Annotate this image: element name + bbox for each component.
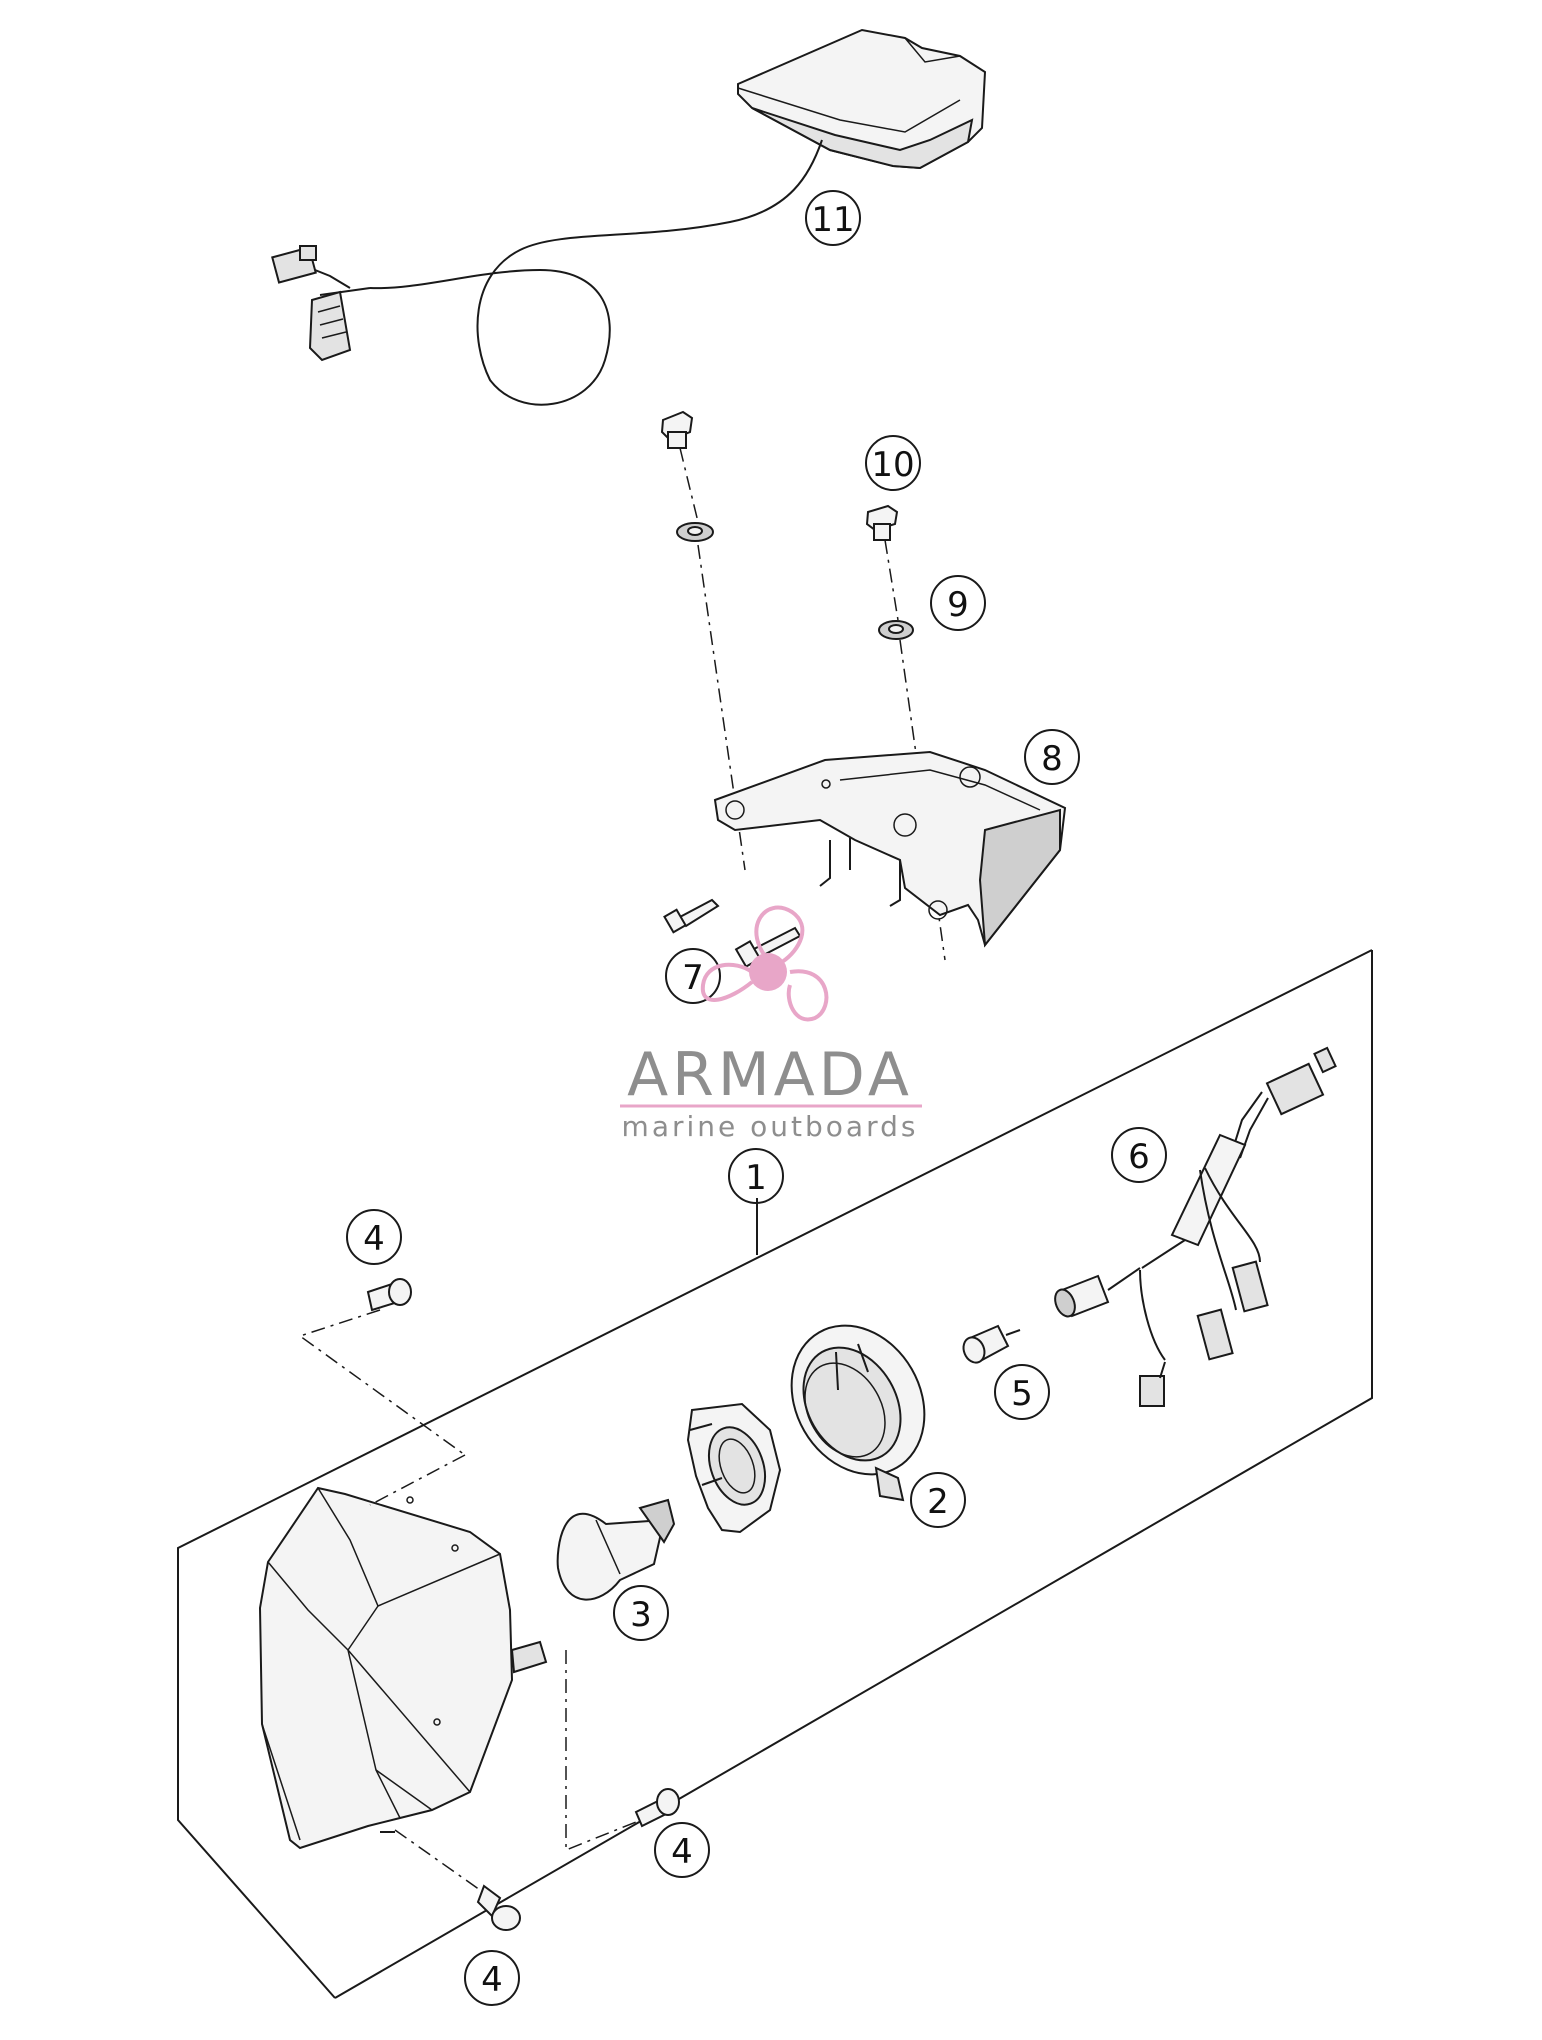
svg-text:1: 1 — [745, 1158, 767, 1198]
svg-text:4: 4 — [671, 1832, 693, 1872]
wiring-harness — [1054, 1046, 1337, 1407]
watermark: ARMADA marine outboards — [620, 905, 922, 1143]
svg-text:ARMADA: ARMADA — [627, 1040, 913, 1110]
propeller-logo-icon — [700, 905, 829, 1022]
svg-text:marine outboards: marine outboards — [622, 1110, 919, 1143]
callout-6: 6 — [1111, 1127, 1167, 1183]
callout-8: 8 — [1024, 729, 1080, 785]
mounting-bracket — [713, 750, 1067, 948]
headlight-assembly-frame — [177, 949, 1373, 1999]
parking-bulb — [962, 1324, 1021, 1364]
bulb-retainer — [686, 1402, 782, 1534]
svg-text:8: 8 — [1041, 739, 1063, 779]
callout-4-right: 4 — [654, 1822, 710, 1878]
callout-4-top: 4 — [346, 1209, 402, 1265]
svg-text:2: 2 — [927, 1482, 949, 1522]
svg-text:11: 11 — [811, 200, 854, 240]
callout-3: 3 — [613, 1585, 669, 1641]
svg-text:9: 9 — [947, 585, 969, 625]
headlight-bulb — [556, 1498, 676, 1601]
housing-screws — [298, 1278, 680, 1931]
tail-light-assembly — [271, 28, 987, 406]
svg-text:4: 4 — [363, 1219, 385, 1259]
rubber-boot — [790, 1324, 926, 1502]
callout-11: 11 — [805, 190, 861, 246]
svg-text:7: 7 — [682, 958, 704, 998]
callout-7: 7 — [665, 948, 721, 1004]
svg-text:6: 6 — [1128, 1137, 1150, 1177]
svg-text:3: 3 — [630, 1595, 652, 1635]
callout-4-bottom: 4 — [464, 1950, 520, 2006]
headlight-housing — [258, 1486, 548, 1850]
svg-text:4: 4 — [481, 1960, 503, 2000]
svg-text:5: 5 — [1011, 1374, 1033, 1414]
callout-5: 5 — [994, 1364, 1050, 1420]
callout-2: 2 — [910, 1472, 966, 1528]
callout-9: 9 — [930, 575, 986, 631]
bracket-bolts — [663, 898, 802, 969]
svg-text:10: 10 — [871, 445, 914, 485]
callout-10: 10 — [865, 435, 921, 491]
callout-1: 1 — [728, 1148, 784, 1204]
